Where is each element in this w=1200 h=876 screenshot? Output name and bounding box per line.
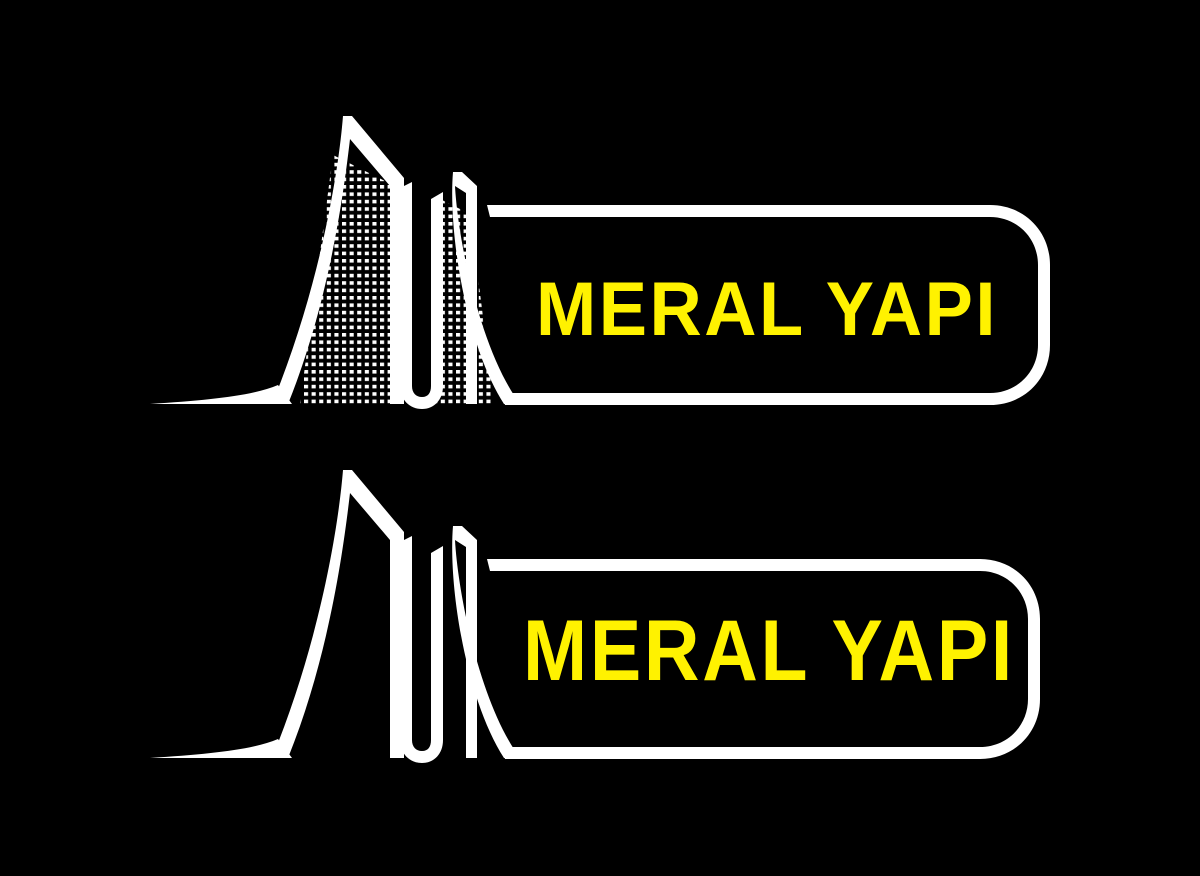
ground-swoosh-icon-outline bbox=[150, 739, 292, 758]
wordmark-meral-yapi-outline: MERAL YAPI bbox=[523, 603, 1015, 699]
tower-right-icon-outline bbox=[452, 526, 520, 758]
tower-left-icon-outline bbox=[272, 470, 404, 758]
tower-left-icon bbox=[272, 116, 404, 404]
ground-swoosh-icon bbox=[150, 385, 292, 404]
tower-middle-column-icon-outline bbox=[400, 536, 443, 763]
tower-middle-column-icon bbox=[400, 182, 443, 409]
tower-right-icon bbox=[452, 172, 520, 404]
wordmark-meral-yapi-textured: MERAL YAPI bbox=[536, 267, 998, 352]
